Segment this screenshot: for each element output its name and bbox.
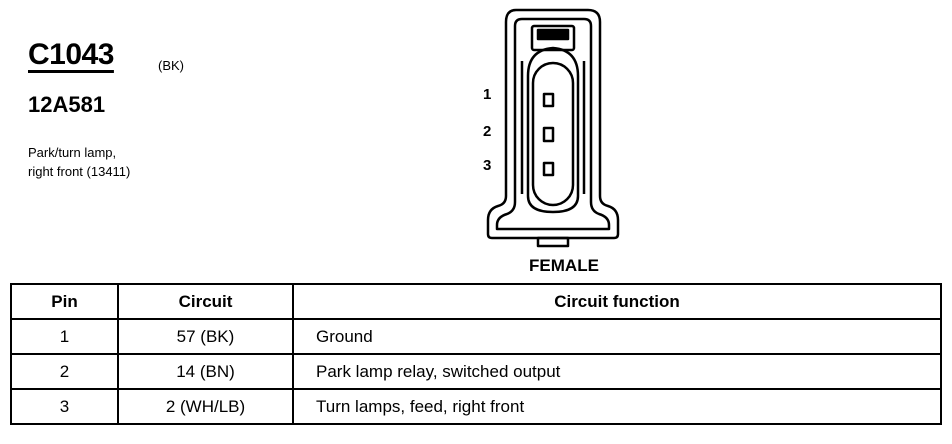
- pin-terminal-2: [542, 126, 555, 143]
- cell-circuit: 2 (WH/LB): [117, 388, 294, 425]
- connector-face-diagram: [486, 8, 620, 248]
- cell-function: Ground: [292, 318, 942, 355]
- connector-description: Park/turn lamp, right front (13411): [28, 143, 228, 181]
- cell-function: Turn lamps, feed, right front: [292, 388, 942, 425]
- pin-terminal-3: [542, 161, 555, 177]
- pin-label-2: 2: [483, 123, 492, 140]
- pin-label-1: 1: [483, 86, 492, 103]
- cell-circuit: 14 (BN): [117, 353, 294, 390]
- bottom-key: [536, 236, 570, 248]
- pin-terminal-1: [542, 92, 555, 108]
- header-pin: Pin: [10, 283, 119, 320]
- locking-tab-icon: [530, 24, 576, 52]
- table-row: 2 14 (BN) Park lamp relay, switched outp…: [10, 353, 942, 390]
- cavity-pocket: [526, 46, 580, 214]
- table-row: 1 57 (BK) Ground: [10, 318, 942, 355]
- description-line: right front (13411): [28, 164, 131, 179]
- table-row: 3 2 (WH/LB) Turn lamps, feed, right fron…: [10, 388, 942, 425]
- cell-function: Park lamp relay, switched output: [292, 353, 942, 390]
- connector-id: C1043: [28, 38, 114, 71]
- pinout-table: Pin Circuit Circuit function 1 57 (BK) G…: [10, 283, 942, 425]
- pin-label-3: 3: [483, 157, 492, 174]
- cell-pin: 2: [10, 353, 119, 390]
- connector-shell: [486, 8, 620, 240]
- cell-pin: 3: [10, 388, 119, 425]
- cell-pin: 1: [10, 318, 119, 355]
- table-header-row: Pin Circuit Circuit function: [10, 283, 942, 320]
- pin-housing: [531, 61, 575, 207]
- description-line: Park/turn lamp,: [28, 145, 117, 160]
- header-circuit: Circuit: [117, 283, 294, 320]
- cell-circuit: 57 (BK): [117, 318, 294, 355]
- connector-gender: FEMALE: [529, 256, 599, 275]
- color-code: (BK): [158, 58, 184, 73]
- connector-inner-wall: [495, 17, 611, 231]
- part-number: 12A581: [28, 92, 106, 117]
- header-circuit-function: Circuit function: [292, 283, 942, 320]
